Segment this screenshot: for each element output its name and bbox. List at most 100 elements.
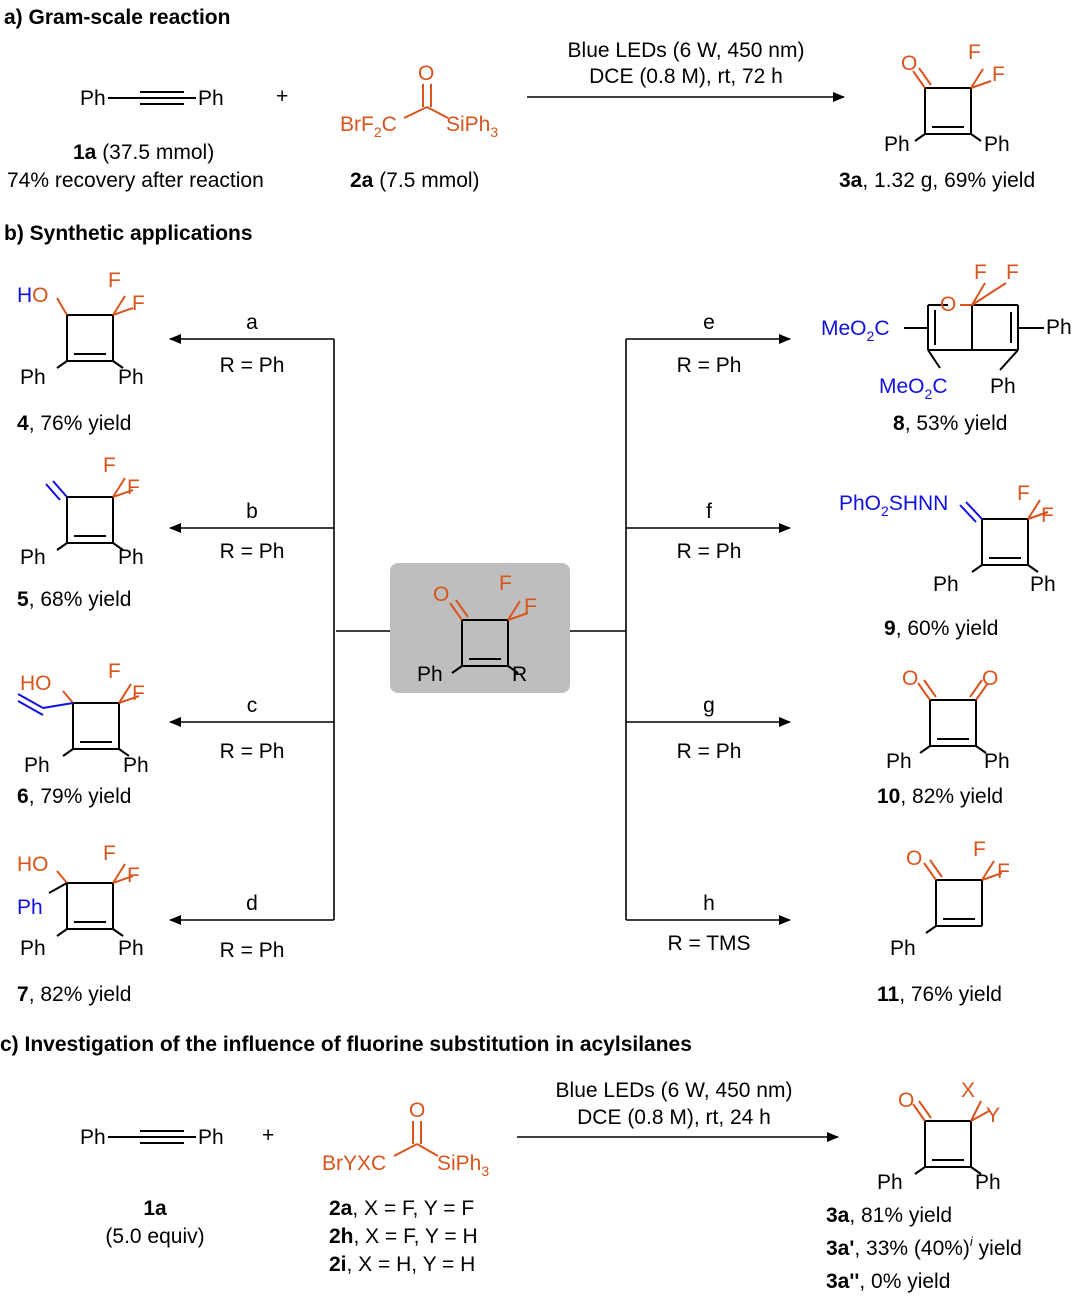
sm1-recovery-note: 74% recovery after reaction [7,169,264,192]
alkyne-1a: Ph Ph [80,87,224,110]
center-o: O [433,583,449,606]
center-f1: F [499,572,512,595]
alkyne-right-ph: Ph [198,87,224,110]
arrow-f-letter: f [706,500,712,523]
product-8-label: 8, 53% yield [893,412,1007,435]
p10-ph1: Ph [886,750,912,773]
p10-o2: O [982,667,998,690]
product-10-label: 10, 82% yield [877,785,1003,808]
p6-ph2: Ph [123,754,149,777]
arrow-g-letter: g [703,694,715,717]
section-b-header: b) Synthetic applications [4,222,253,245]
p7-ho: HO [17,853,49,876]
alkyne-left-ph: Ph [80,87,106,110]
p4-ph1: Ph [20,366,46,389]
p9-ph1: Ph [933,573,959,596]
p7-ph1: Ph [20,937,46,960]
center-f2: F [524,595,537,618]
arrow-d-cond: R = Ph [220,939,285,962]
p8-ph-bottom: Ph [990,375,1016,398]
c-prod-y: Y [986,1104,1000,1127]
arrow-f-cond: R = Ph [677,540,742,563]
p7-ph2: Ph [118,937,144,960]
p4-f2: F [132,292,145,315]
c-sm1-id: 1a [143,1197,167,1220]
product-6-label: 6, 79% yield [17,785,131,808]
p5-ph2: Ph [118,546,144,569]
reagent-2a: 2a, X = F, Y = F [329,1197,474,1220]
carbonyl-o: O [418,62,434,85]
c-alkyne-left-ph: Ph [80,1126,106,1149]
reagent-2h: 2h, X = F, Y = H [329,1225,478,1248]
product-9-label: 9, 60% yield [884,617,998,640]
arrow-d-letter: d [246,892,258,915]
brf2c-label: BrF2C [340,113,397,140]
product-4-label: 4, 76% yield [17,412,131,435]
arrow-c-letter: c [247,694,258,717]
center-r: R [512,663,527,686]
p8-ester-bottom: MeO2C [879,375,947,402]
product-7 [48,863,134,937]
p6-f1: F [108,660,121,683]
p6-f2: F [132,682,145,705]
product-9 [959,499,1049,573]
center-ph: Ph [417,663,443,686]
p11-f2: F [997,860,1010,883]
cond-c-line2: DCE (0.8 M), rt, 24 h [577,1106,771,1129]
plus-sign: + [276,85,288,108]
p8-ester-top: MeO2C [821,317,889,344]
sm2-label: 2a (7.5 mmol) [350,169,480,192]
p9-f2: F [1041,504,1054,527]
p10-ph2: Ph [984,750,1010,773]
p10-o1: O [902,667,918,690]
cond-a-line1: Blue LEDs (6 W, 450 nm) [568,39,805,62]
arrow-a-cond: R = Ph [220,354,285,377]
arrow-c-cond: R = Ph [220,740,285,763]
p5-f1: F [103,454,116,477]
central-substrate-box [390,563,570,693]
p9-hydrazone: PhO2SHNN [839,492,948,519]
c-plus-sign: + [262,1124,274,1147]
p6-ph1: Ph [24,754,50,777]
p7-f2: F [127,864,140,887]
p11-ph: Ph [890,937,916,960]
p3a-ph1: Ph [884,133,910,156]
product-3a-general [912,1100,990,1175]
p3a-ph2: Ph [984,133,1010,156]
c-prod-x: X [961,1079,975,1102]
sm1-label: 1a (37.5 mmol) [73,141,214,164]
p3a-f1: F [968,41,981,64]
acylsilane-2a: O BrF2C SiPh3 [340,62,498,140]
result-3a-double-prime: 3a'', 0% yield [826,1270,950,1293]
p8-f1: F [974,261,987,284]
arrow-h-cond: R = TMS [667,932,750,955]
p6-ho: HO [20,672,52,695]
central-substrate [449,599,529,674]
p9-f1: F [1017,482,1030,505]
p3a-o: O [901,52,917,75]
p11-f1: F [973,838,986,861]
c-sm1-equiv: (5.0 equiv) [105,1225,204,1248]
arrow-e-cond: R = Ph [677,354,742,377]
p4-ph2: Ph [118,366,144,389]
reagent-2i: 2i, X = H, Y = H [329,1253,475,1276]
cond-c-line1: Blue LEDs (6 W, 450 nm) [556,1079,793,1102]
p8-f2: F [1006,261,1019,284]
section-c-header: c) Investigation of the influence of flu… [0,1033,692,1056]
siph3-label: SiPh3 [446,113,498,140]
p9-ph2: Ph [1030,573,1056,596]
product-6 [17,683,140,757]
arrow-h-letter: h [703,892,715,915]
product-8 [904,282,1044,371]
c-prod-ph1: Ph [877,1171,903,1194]
alkyne-1a-c: Ph Ph [80,1126,224,1149]
acylsilane-general: O BrYXC SiPh3 [322,1099,489,1179]
p7-f1: F [103,842,116,865]
product-7-label: 7, 82% yield [17,983,131,1006]
c-carbonyl-o: O [409,1099,425,1122]
arrow-b-cond: R = Ph [220,540,285,563]
product-5 [45,477,134,551]
result-3a-prime: 3a', 33% (40%)i yield [826,1234,1022,1260]
p3a-f2: F [992,63,1005,86]
